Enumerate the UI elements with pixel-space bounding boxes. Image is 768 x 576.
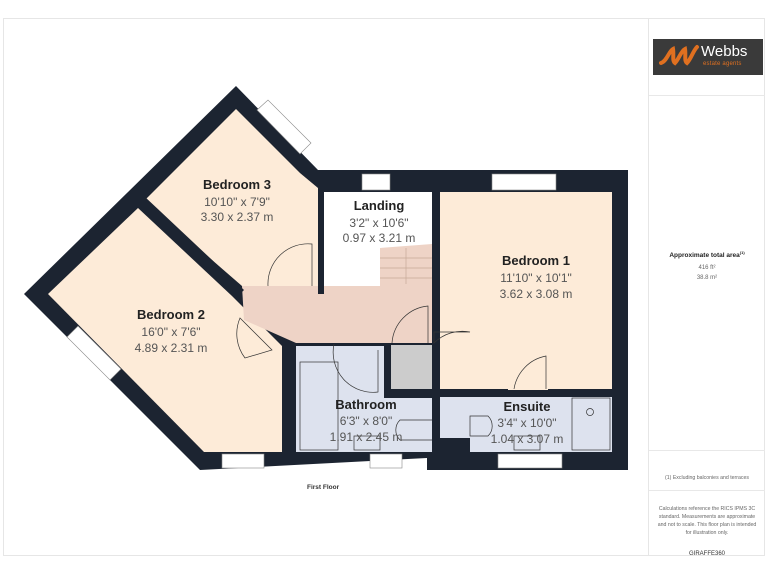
landing-name: Landing [354, 198, 405, 213]
calculation-note: Calculations reference the RICS IPMS 3C … [657, 506, 757, 536]
svg-text:1.91 x 2.45 m: 1.91 x 2.45 m [330, 430, 403, 444]
area-sqft: 416 ft² [698, 265, 716, 272]
svg-text:16'0" x 7'6": 16'0" x 7'6" [141, 325, 200, 339]
area-sqm: 38.8 m² [696, 275, 718, 282]
hall[interactable] [242, 286, 432, 343]
interior-walls [138, 170, 612, 452]
windows [66, 99, 563, 469]
logo-section: Webbs estate agents [649, 18, 765, 96]
svg-text:4.89 x 2.31 m: 4.89 x 2.31 m [135, 341, 208, 355]
info-panel: Webbs estate agents Approximate total ar… [648, 18, 765, 557]
doors[interactable] [236, 243, 547, 393]
room-bedroom-3[interactable] [144, 109, 318, 286]
ensuite-name: Ensuite [504, 399, 551, 414]
divider [649, 490, 765, 491]
cupboard[interactable] [391, 345, 432, 389]
exclusion-note: (1) Excluding balconies and terraces [665, 475, 749, 481]
bedroom-1-name: Bedroom 1 [502, 253, 570, 268]
bathroom-name: Bathroom [335, 397, 396, 412]
svg-text:3'4" x 10'0": 3'4" x 10'0" [497, 416, 556, 430]
stair-treads [380, 248, 432, 284]
brand-logo: Webbs estate agents [653, 39, 763, 75]
provider-logo: GIRAFFE360 [688, 551, 725, 557]
divider [649, 450, 765, 451]
bedroom-2-name: Bedroom 2 [137, 307, 205, 322]
room-ensuite[interactable] [440, 397, 612, 452]
area-title: Approximate total area [669, 252, 740, 260]
total-area: Approximate total area(1) 416 ft² 38.8 m² [649, 250, 765, 283]
brand-tagline: estate agents [703, 61, 742, 67]
w-mark-icon [659, 45, 699, 66]
room-bedroom-1[interactable] [440, 192, 612, 390]
svg-text:3.62 x 3.08 m: 3.62 x 3.08 m [500, 287, 573, 301]
svg-text:1.04 x 3.07 m: 1.04 x 3.07 m [491, 432, 564, 446]
brand-name: Webbs [701, 43, 748, 60]
room-bedroom-2[interactable] [48, 208, 282, 452]
svg-text:11'10" x 10'1": 11'10" x 10'1" [500, 271, 572, 285]
page-frame [3, 18, 765, 556]
svg-text:3'2" x 10'6": 3'2" x 10'6" [349, 216, 408, 230]
svg-text:3.30 x 2.37 m: 3.30 x 2.37 m [201, 210, 274, 224]
floor-label: First Floor [307, 484, 340, 491]
bedroom-3-name: Bedroom 3 [203, 177, 271, 192]
svg-text:0.97 x 3.21 m: 0.97 x 3.21 m [343, 231, 416, 245]
fixtures [299, 361, 611, 451]
svg-text:10'10" x 7'9": 10'10" x 7'9" [204, 195, 270, 209]
room-bathroom[interactable] [296, 346, 432, 452]
footnote-mark: (1) [739, 250, 745, 255]
svg-text:6'3" x 8'0": 6'3" x 8'0" [340, 414, 392, 428]
room-labels: Bedroom 3 10'10" x 7'9" 3.30 x 2.37 m La… [135, 177, 573, 446]
